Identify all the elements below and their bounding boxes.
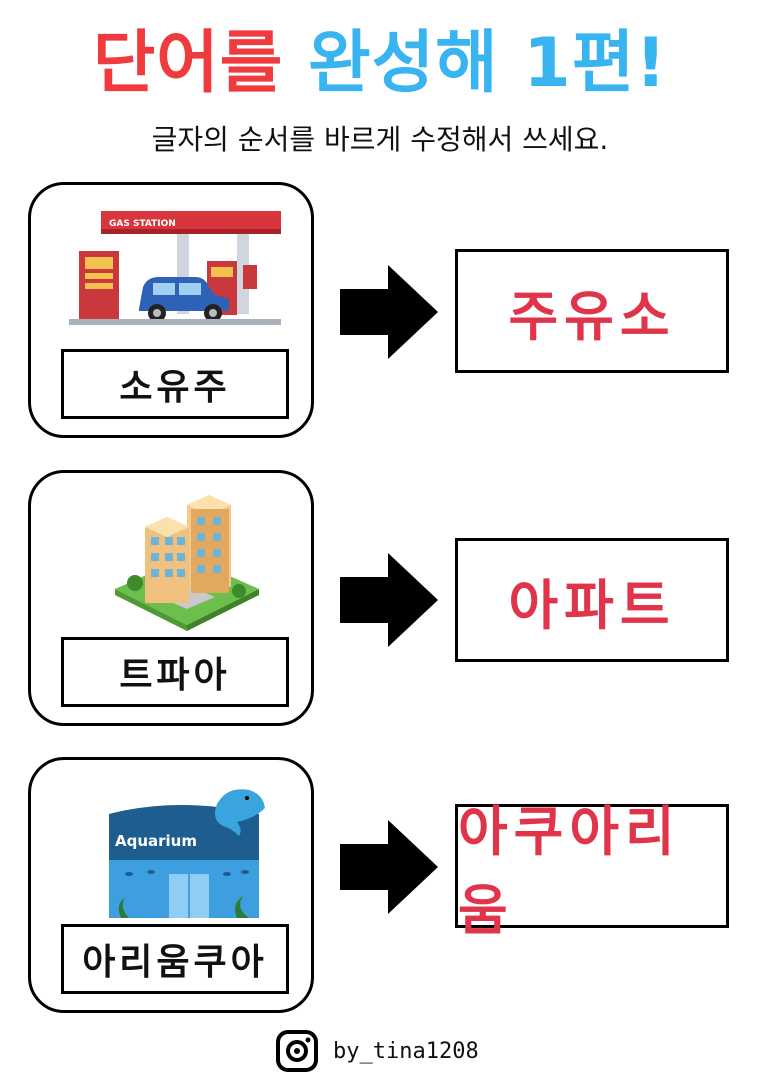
aquarium-illustration: Aquarium <box>109 789 265 918</box>
author-handle[interactable]: by_tina1208 <box>333 1038 479 1064</box>
right-arrow-icon <box>340 820 438 914</box>
scrambled-word-3: 아리움쿠아 <box>61 924 289 994</box>
instagram-icon <box>276 1030 318 1072</box>
gas-station-sign: GAS STATION <box>109 219 176 229</box>
picture-card-apartment: 트파아 <box>28 470 314 726</box>
gas-station-illustration: GAS STATION <box>69 211 281 325</box>
right-arrow-icon <box>340 265 438 359</box>
footer-credit: by_tina1208 <box>275 1028 479 1074</box>
title-part-2: 완성해 1편! <box>308 24 668 103</box>
apartment-illustration <box>115 495 259 631</box>
answer-box-2[interactable]: 아파트 <box>455 538 729 662</box>
title-part-1: 단어를 <box>92 24 284 103</box>
scrambled-word-1: 소유주 <box>61 349 289 419</box>
instruction-text: 글자의 순서를 바르게 수정해서 쓰세요. <box>151 123 609 156</box>
answer-box-1[interactable]: 주유소 <box>455 249 729 373</box>
scrambled-word-2: 트파아 <box>61 637 289 707</box>
picture-card-gas-station: GAS STATION 소유주 <box>28 182 314 438</box>
picture-card-aquarium: Aquarium 아리움쿠아 <box>28 757 314 1013</box>
answer-box-3[interactable]: 아쿠아리움 <box>455 800 729 942</box>
right-arrow-icon <box>340 553 438 647</box>
page-title: 단어를 완성해 1편! <box>0 22 760 106</box>
aquarium-sign: Aquarium <box>115 832 197 850</box>
